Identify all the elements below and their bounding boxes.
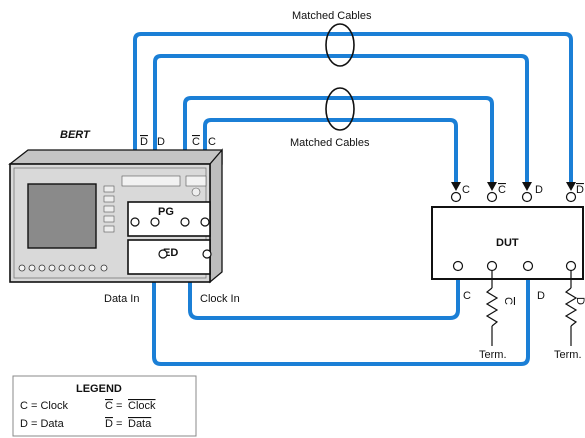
termination-left — [485, 270, 499, 346]
legend-clock-eq: = Clock — [31, 400, 68, 412]
dut-input-arrows — [451, 182, 576, 191]
dut-out-c-bar: C — [502, 297, 514, 305]
legend-clock-key: C — [20, 400, 28, 412]
dut-out-c: C — [463, 290, 471, 302]
cable-d-bar — [133, 32, 573, 224]
termination-right — [564, 270, 578, 346]
bert-instrument: PG ED — [8, 148, 223, 284]
pg-module — [127, 201, 211, 237]
dut-in-c-bar: C — [498, 184, 506, 196]
dut-in-d: D — [535, 184, 543, 196]
dut-input-connectors — [450, 191, 577, 203]
bert-port-c: C — [208, 136, 216, 148]
pg-connectors — [130, 217, 210, 227]
pg-label: PG — [158, 206, 174, 218]
bert-title: BERT — [60, 129, 91, 141]
legend-data-bar-val: Data — [128, 418, 152, 430]
legend: LEGEND C = Clock C = Clock D = Data D = … — [12, 375, 197, 437]
legend-data-bar-key: D — [105, 418, 113, 430]
clock-in-label: Clock In — [200, 293, 240, 305]
cable-clock-return — [188, 252, 460, 320]
cable-c — [203, 118, 458, 224]
bert-port-d: D — [157, 136, 165, 148]
legend-data-key: D — [20, 418, 28, 430]
cable-c-bar — [183, 96, 494, 224]
legend-clock-bar-eq: = — [116, 400, 122, 412]
matched-cables-label-mid: Matched Cables — [290, 137, 370, 149]
dut-in-d-bar: D — [576, 184, 584, 196]
bert-port-d-bar: D — [140, 136, 148, 148]
legend-data-eq: = Data — [31, 418, 65, 430]
legend-clock-bar-key: C — [105, 400, 113, 412]
legend-data-bar-eq: = — [116, 418, 122, 430]
legend-title: LEGEND — [76, 383, 122, 395]
bert-knob-row — [18, 264, 108, 272]
cable-d — [153, 54, 529, 224]
dut-label: DUT — [496, 237, 519, 249]
matched-cables-ellipse-mid — [325, 87, 355, 131]
legend-clock-bar-val: Clock — [128, 400, 156, 412]
data-in-label: Data In — [104, 293, 139, 305]
dut-out-d-bar: D — [574, 297, 585, 305]
matched-cables-ellipse-top — [325, 23, 355, 67]
dut-in-c: C — [462, 184, 470, 196]
bert-screen — [27, 183, 97, 249]
ed-module — [127, 239, 211, 275]
matched-cables-label-top: Matched Cables — [292, 10, 372, 22]
bert-port-c-bar: C — [192, 136, 200, 148]
dut-out-d: D — [537, 290, 545, 302]
term-label-right: Term. — [554, 349, 582, 361]
ed-connectors — [158, 249, 212, 259]
term-label-left: Term. — [479, 349, 507, 361]
